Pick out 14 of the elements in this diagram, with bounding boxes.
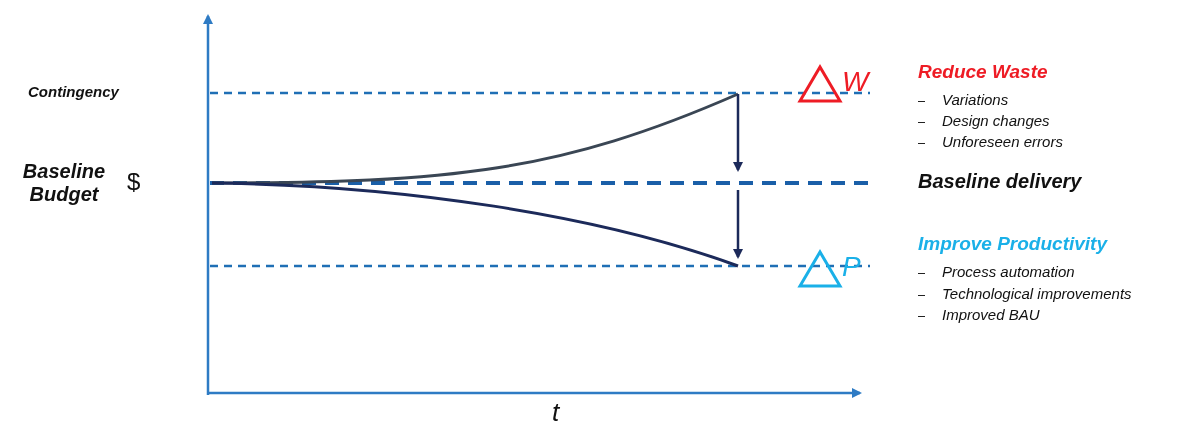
heading: Improve Productivity — [918, 233, 1107, 255]
list-item: Improved BAU — [942, 306, 1040, 324]
list-item: Technological improvements — [942, 285, 1132, 303]
heading: Baseline delivery — [918, 170, 1082, 193]
list-item: Process automation — [942, 263, 1075, 281]
axis-label: t — [552, 398, 560, 428]
delta-letter: W — [842, 66, 869, 99]
level-label: Contingency — [28, 83, 119, 101]
currency-symbol: $ — [127, 168, 141, 196]
heading: Reduce Waste — [918, 61, 1048, 83]
list-item: Design changes — [942, 112, 1050, 130]
axis-label: Baseline Budget — [21, 160, 107, 206]
list-item: Variations — [942, 91, 1009, 109]
list-item: Unforeseen errors — [942, 133, 1063, 151]
